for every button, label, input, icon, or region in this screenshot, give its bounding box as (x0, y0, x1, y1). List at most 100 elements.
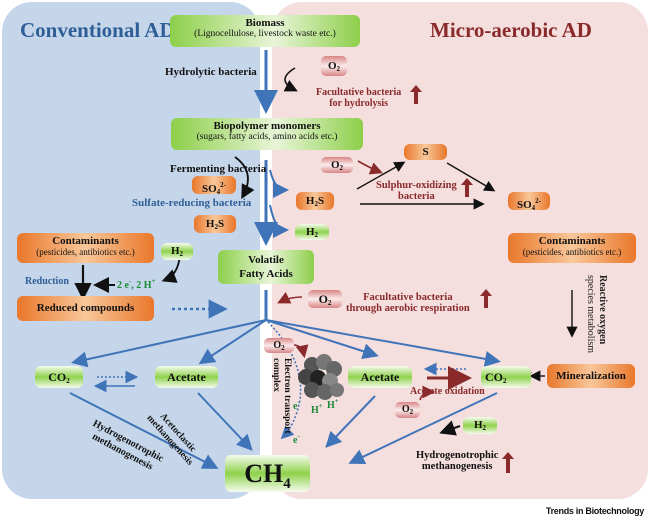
h2s-left: H2S (194, 215, 236, 233)
acetate-oxidation-label: Acetate oxidation (410, 386, 485, 397)
biomass-subtitle: (Lignocellulose, livestock waste etc.) (194, 29, 336, 39)
o2-sulphur: O2 (321, 157, 353, 173)
o2-sub: 2 (409, 408, 414, 416)
co2-right-sub: 2 (503, 377, 507, 385)
ch4-node: CH4 (225, 455, 310, 492)
contaminants-left-title: Contaminants (52, 235, 119, 247)
o2-sub: 2 (281, 344, 285, 352)
o2-text: O (401, 404, 410, 415)
h-plus-2: H+ (327, 397, 339, 411)
contaminants-right-title: Contaminants (538, 235, 606, 247)
s-node: S (404, 144, 447, 160)
reduction-label: Reduction (25, 276, 69, 287)
h2s-left-tail: S (217, 218, 225, 230)
o2-acetate-oxidation-curve (419, 385, 436, 401)
monomers-node: Biopolymer monomers (sugars, fatty acids… (171, 118, 363, 150)
co2-right-node: CO2 (481, 366, 531, 388)
h2s-right: H2S (296, 192, 334, 210)
h2s-right-tail: S (317, 195, 325, 207)
h-plus-1: H+ (311, 402, 323, 416)
o2-sub: 2 (336, 65, 341, 73)
h2-right-text: H (305, 226, 315, 238)
h2-right: H2 (295, 224, 329, 240)
o2-sub: 2 (327, 299, 332, 307)
vfa-line1: Volatile (248, 254, 284, 266)
h-text: H (311, 405, 319, 416)
facultative-aerobic-label: Facultative bacteria through aerobic res… (346, 292, 470, 314)
o2-respiration: O2 (308, 290, 342, 308)
electrons-text: 2 e (117, 280, 129, 291)
e-text: e (293, 401, 298, 412)
o2-text: O (327, 60, 337, 72)
electrons-sup: - (128, 277, 132, 285)
hydrogenotrophic-right-label: Hydrogenotrophic methanogenesis (416, 450, 498, 472)
co2-right-text: CO (485, 370, 503, 384)
journal-credit: Trends in Biotechnology (545, 506, 644, 516)
so4-right-text: SO (516, 199, 532, 211)
ros-line1: Reactive oxygen (597, 275, 608, 345)
sulphur-oxidizing-line2: bacteria (397, 191, 435, 202)
hydrogenotrophic-right-line1: Hydrogenotrophic (416, 450, 499, 461)
biomass-title: Biomass (245, 17, 285, 29)
so4-right: SO42- (508, 192, 550, 212)
hydrogenotrophic-right-line2: methanogenesis (421, 461, 493, 472)
contaminants-left-node: Contaminants (pesticides, antibiotics et… (17, 233, 154, 263)
co2-left-node: CO2 (35, 366, 83, 388)
hydrolysis-o2-curve (283, 67, 298, 92)
e-minus-bottom: e- (293, 432, 300, 446)
increase-arrow-respiration (480, 289, 492, 308)
e-minus-top: e- (293, 398, 300, 412)
h-text: H (327, 400, 335, 411)
vfa-node: Volatile Fatty Acids (218, 250, 314, 284)
h2-bottom: H2 (463, 417, 497, 434)
h2-bottom-sub: 2 (482, 424, 487, 432)
h2s-left-sub: 2 (214, 223, 218, 231)
facultative-hydrolysis-line2: for hydrolysis (329, 98, 389, 109)
so4-left-text: SO (201, 183, 217, 195)
etc-line1: Electron transport (282, 358, 292, 434)
o2-text: O (318, 292, 328, 306)
facultative-hydrolysis-line1: Facultative bacteria (316, 87, 402, 98)
to-h2s-arrow (269, 169, 289, 198)
so4-left: SO42- (192, 176, 236, 196)
o2-acetate-oxidation: O2 (395, 402, 420, 418)
etc-line2: complex (271, 358, 281, 392)
h2-left-sub: 2 (179, 250, 184, 258)
ros-line2: species metabolism (585, 275, 596, 354)
electron-transport-complex-icon (298, 354, 344, 400)
vfa-to-acetate-right (265, 319, 379, 359)
o2-text: O (273, 340, 282, 351)
h2s-right-sub: 2 (314, 200, 318, 208)
contaminants-right-subtitle: (pesticides, antibiotics etc.) (522, 247, 622, 257)
mineralization-node: Mineralization (547, 364, 635, 388)
h2-bottom-arrow (439, 420, 461, 436)
ch4-sub: 4 (283, 476, 291, 492)
o2-to-etc-curve (292, 344, 309, 359)
sulfate-reducing-label: Sulfate-reducing bacteria (132, 197, 252, 209)
o2-to-sulphur-curve (357, 160, 383, 175)
to-h2-arrow (269, 204, 289, 238)
h2s-to-s-arrow (356, 161, 406, 190)
facultative-aerobic-line1: Facultative bacteria (363, 292, 453, 303)
sulfate-reduction-curve (234, 156, 255, 200)
h2-left: H2 (161, 243, 193, 260)
acetate-to-ch4-left (197, 392, 253, 451)
protons-text: , 2 H (131, 280, 152, 291)
so4-left-sup: 2- (220, 181, 227, 189)
vfa-to-acetate-left (198, 319, 267, 365)
o2-respiration-curve (277, 291, 303, 304)
sulphur-oxidizing-line1: Sulphur-oxidizing (376, 180, 457, 191)
so4-left-sub: 4 (216, 188, 221, 196)
contaminants-left-subtitle: (pesticides, antibiotics etc.) (36, 247, 135, 257)
h2-left-text: H (170, 245, 180, 257)
reduced-compounds-node: Reduced compounds (17, 296, 154, 321)
o2-hydrolysis: O2 (321, 56, 347, 76)
ch4-text: CH (244, 459, 284, 488)
h2-bottom-text: H (473, 419, 483, 431)
hydrolytic-bacteria-label: Hydrolytic bacteria (165, 66, 257, 78)
so4-right-sub: 4 (531, 204, 536, 212)
acetate-left-node: Acetate (155, 366, 218, 388)
increase-arrow-hydrolysis (410, 85, 422, 104)
etc-label: Electron transport complex (270, 358, 292, 434)
